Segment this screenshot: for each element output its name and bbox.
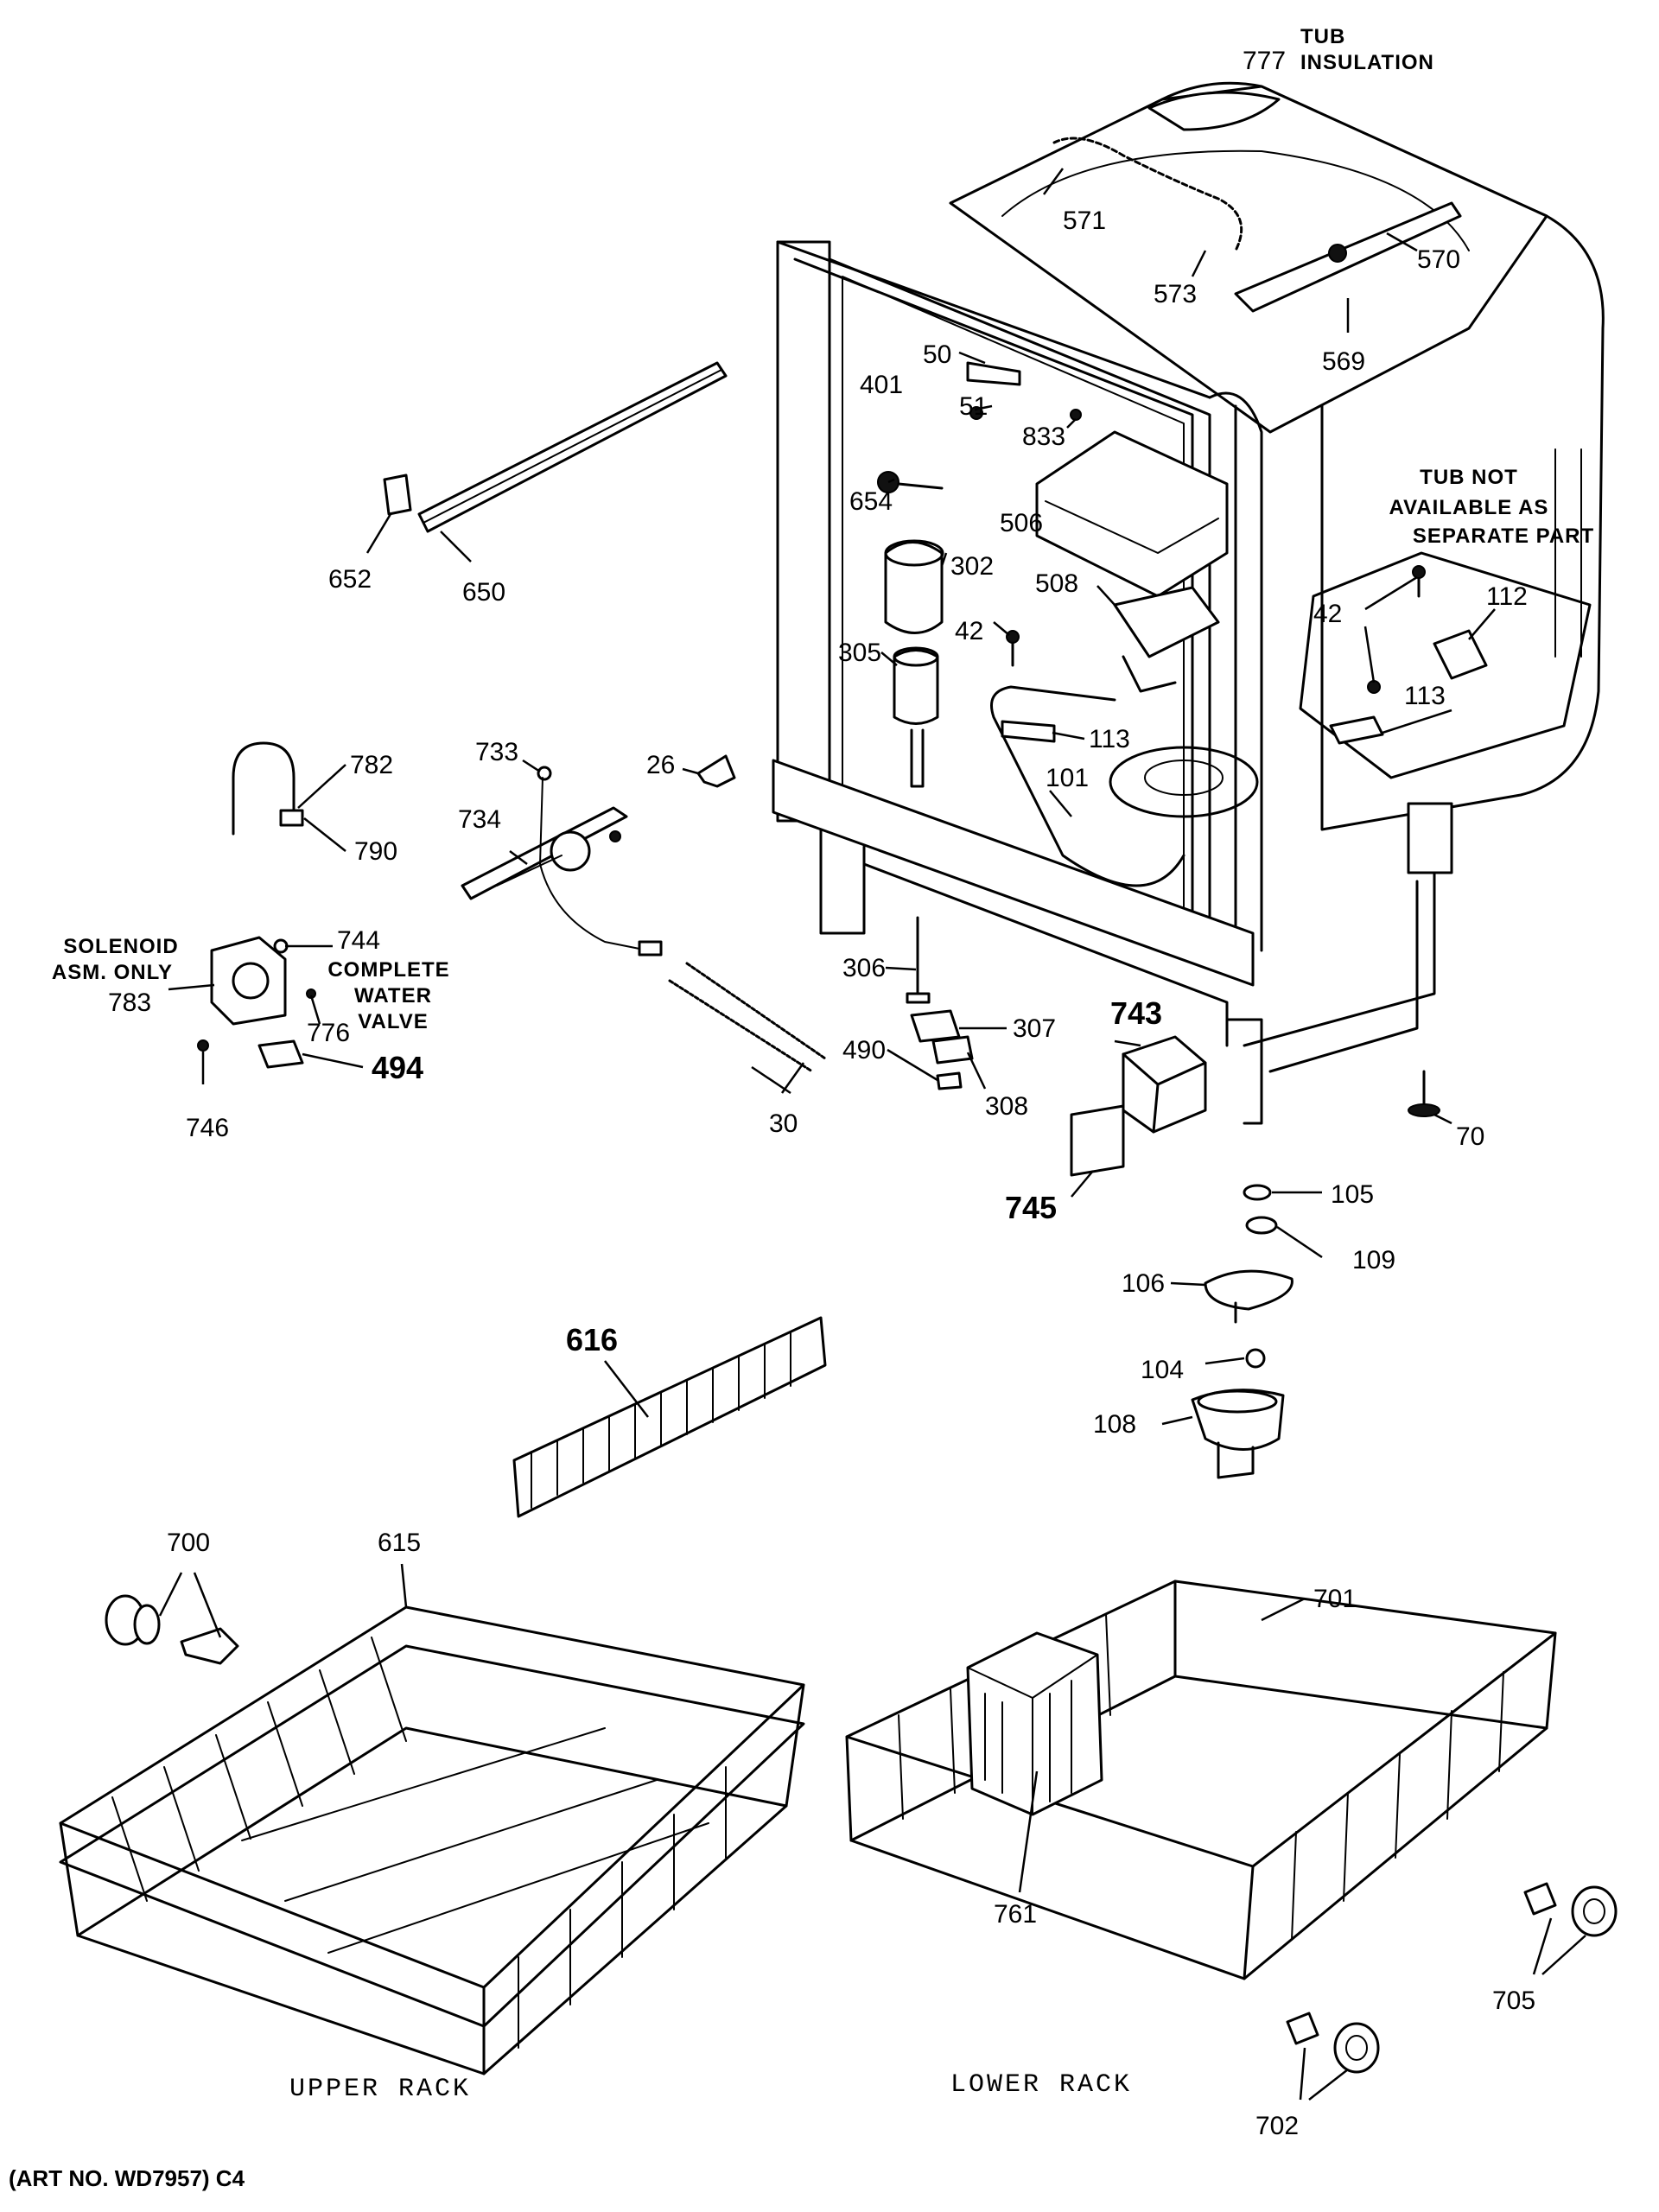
callout-700: 700: [167, 1529, 210, 1557]
callout-570: 570: [1417, 245, 1460, 274]
upper-rack: [59, 1605, 805, 2075]
callout-106: 106: [1122, 1269, 1165, 1298]
callout-652: 652: [328, 565, 372, 594]
note-tub-not-available: TUB NOT AVAILABLE AS SEPARATE PART: [1389, 466, 1594, 548]
callout-50: 50: [923, 340, 951, 369]
callout-506: 506: [1000, 509, 1043, 537]
callout-104: 104: [1141, 1356, 1184, 1384]
note-solenoid: SOLENOID ASM. ONLY: [52, 935, 178, 984]
callout-490: 490: [842, 1036, 886, 1065]
note-line: AVAILABLE AS: [1389, 496, 1549, 519]
note-line: SOLENOID: [63, 935, 178, 958]
note-line: VALVE: [358, 1010, 428, 1033]
note-line: INSULATION: [1300, 51, 1434, 74]
callout-401: 401: [860, 371, 903, 399]
note-tub-insulation: TUB INSULATION: [1300, 25, 1434, 74]
callout-42-inset: 42: [1313, 600, 1342, 628]
callout-702: 702: [1255, 2112, 1299, 2140]
callout-305: 305: [838, 639, 881, 667]
lower-rack-rollers: [1286, 1882, 1618, 2074]
callout-112: 112: [1486, 582, 1528, 611]
door-switch-group: [906, 916, 974, 1090]
door-gasket-group: [383, 361, 728, 533]
callout-744: 744: [337, 926, 380, 955]
note-line: TUB: [1300, 25, 1345, 48]
note-line: SEPARATE PART: [1413, 524, 1594, 548]
upper-rack-roller: [105, 1594, 239, 1665]
callout-308: 308: [985, 1092, 1028, 1121]
lower-rack-caption: LOWER RACK: [950, 2070, 1132, 2100]
callout-113-inset: 113: [1404, 682, 1446, 710]
note-complete-valve: COMPLETE WATER VALVE: [327, 958, 449, 1033]
callout-745: 745: [1005, 1190, 1057, 1225]
callout-113: 113: [1089, 725, 1130, 753]
art-number: (ART NO. WD7957) C4: [9, 2165, 245, 2191]
callout-573: 573: [1154, 280, 1197, 308]
leveling-leg: [1408, 1070, 1440, 1117]
callout-777: 777: [1243, 47, 1286, 75]
callout-654: 654: [849, 487, 893, 516]
door-springs: [668, 962, 827, 1073]
callout-108: 108: [1093, 1410, 1136, 1439]
callout-776: 776: [307, 1019, 350, 1047]
rack-support-parts: [1191, 1184, 1294, 1479]
vent-group: [1070, 1035, 1207, 1177]
callout-569: 569: [1322, 347, 1365, 376]
callout-783: 783: [108, 988, 151, 1017]
callout-labels: 777 571 573 570 569 50 401 51 833 654 50…: [108, 47, 1535, 2140]
leader-lines: [158, 168, 1586, 2101]
lower-rack: [845, 1580, 1557, 1980]
callout-833: 833: [1022, 423, 1065, 451]
rack-divider: [512, 1316, 827, 1518]
callout-571: 571: [1063, 207, 1106, 235]
note-line: ASM. ONLY: [52, 961, 173, 984]
callout-30: 30: [769, 1109, 798, 1138]
water-valve-group: [197, 741, 316, 1069]
callout-306: 306: [842, 954, 886, 982]
callout-70: 70: [1456, 1122, 1484, 1151]
callout-761: 761: [994, 1900, 1037, 1929]
tub-assembly: [696, 81, 1605, 1125]
callout-307: 307: [1013, 1014, 1056, 1043]
callout-734: 734: [458, 805, 501, 834]
callout-109: 109: [1352, 1246, 1395, 1274]
note-line: COMPLETE: [327, 958, 449, 982]
note-line: TUB NOT: [1420, 466, 1518, 489]
callout-51: 51: [959, 392, 988, 421]
tub-inset-panel: [1299, 551, 1592, 779]
callout-508: 508: [1035, 569, 1078, 598]
callout-743: 743: [1110, 995, 1162, 1031]
callout-733: 733: [475, 738, 518, 766]
callout-616: 616: [566, 1322, 618, 1357]
callout-302: 302: [950, 552, 994, 581]
callout-746: 746: [186, 1114, 229, 1142]
callout-615: 615: [378, 1529, 421, 1557]
note-line: WATER: [354, 984, 432, 1007]
callout-105: 105: [1331, 1180, 1374, 1209]
callout-705: 705: [1492, 1986, 1535, 2015]
callout-701: 701: [1313, 1585, 1357, 1613]
callout-101: 101: [1046, 764, 1089, 792]
callout-26: 26: [646, 751, 675, 779]
callout-650: 650: [462, 578, 505, 607]
upper-rack-caption: UPPER RACK: [289, 2075, 471, 2104]
callout-42: 42: [955, 617, 983, 645]
callout-790: 790: [354, 837, 397, 866]
callout-494: 494: [372, 1050, 423, 1085]
door-link-group: [461, 766, 663, 957]
callout-782: 782: [350, 751, 393, 779]
